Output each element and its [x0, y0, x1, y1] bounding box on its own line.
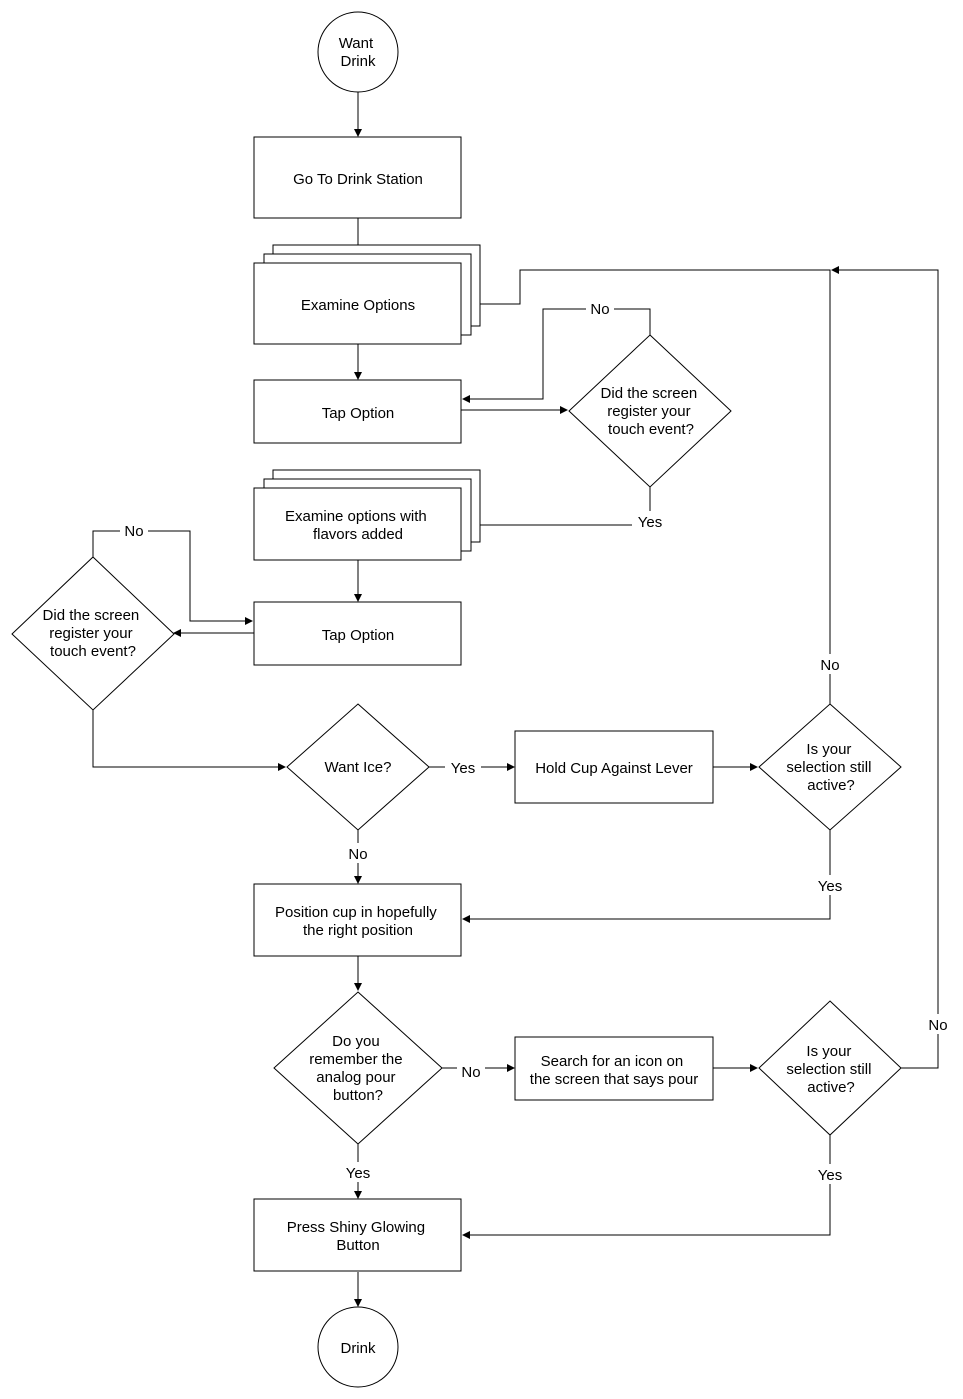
touch1-no-bg [586, 299, 614, 319]
start-label-line2: Drink [340, 53, 376, 70]
edge-touch1-yes [462, 487, 651, 529]
examine-flavors-stack [253, 469, 481, 561]
go-station-box [253, 136, 462, 219]
press-button-line2: Button [336, 1237, 379, 1254]
remember-no-label: No [461, 1064, 480, 1081]
want-ice-diamond [286, 703, 430, 831]
decision-touch-2-line3: touch event? [50, 643, 136, 660]
tap-option-1-label: Tap Option [322, 405, 395, 422]
start-label-line1: Want [339, 35, 374, 52]
sel2-yes-label: Yes [818, 1167, 842, 1184]
end-label: Drink [340, 1340, 376, 1357]
nodes: Want Drink Go To Drink Station Examine O… [11, 11, 902, 1388]
remember-button-line1: Do you [332, 1033, 380, 1050]
selection-active-1-diamond [758, 703, 902, 831]
edges [92, 92, 939, 1307]
remember-button-line3: analog pour [316, 1069, 395, 1086]
remember-yes-bg [340, 1162, 376, 1182]
edge-sel2-no [831, 266, 939, 1069]
search-icon-label: Search for an icon on the screen that sa… [530, 1053, 698, 1088]
decision-touch-1-diamond [568, 334, 732, 488]
edge-touch2-no [92, 530, 253, 625]
selection-active-2-label: Is your selection still active? [786, 1043, 875, 1096]
touch1-yes-label: Yes [638, 514, 662, 531]
selection-active-2-line2: selection still [786, 1061, 871, 1078]
touch2-no-bg [120, 521, 148, 541]
edge-sel2-yes [462, 1135, 831, 1239]
selection-active-1-line1: Is your [806, 741, 851, 758]
remember-button-line4: button? [333, 1087, 383, 1104]
tap-option-2-box [253, 601, 462, 666]
start-node [317, 11, 399, 93]
decision-touch-2-line2: register your [49, 625, 132, 642]
touch1-yes-bg [632, 511, 668, 531]
search-icon-line1: Search for an icon on [541, 1053, 684, 1070]
ice-yes-label: Yes [451, 760, 475, 777]
selection-active-1-label: Is your selection still active? [786, 741, 875, 794]
examine-flavors-label: Examine options with flavors added [285, 508, 431, 543]
tap-option-1-box [253, 379, 462, 444]
remember-button-label: Do you remember the analog pour button? [309, 1033, 407, 1104]
examine-flavors-box [253, 487, 462, 561]
decision-touch-2-diamond [11, 556, 175, 711]
examine-options-stack [253, 244, 481, 345]
decision-touch-1-line3: touch event? [608, 421, 694, 438]
sel1-no-bg [816, 654, 844, 674]
selection-active-2-line3: active? [807, 1079, 855, 1096]
remember-button-diamond [273, 991, 443, 1145]
ice-no-bg [344, 843, 372, 863]
examine-options-label: Examine Options [301, 297, 415, 314]
selection-active-2-diamond [758, 1000, 902, 1136]
selection-active-1-line3: active? [807, 777, 855, 794]
sel2-no-bg [924, 1014, 952, 1034]
decision-touch-2-line1: Did the screen [43, 607, 140, 624]
sel2-no-label: No [928, 1017, 947, 1034]
examine-flavors-line1: Examine options with [285, 508, 427, 525]
selection-active-2-line1: Is your [806, 1043, 851, 1060]
ice-yes-bg [445, 757, 481, 777]
ice-no-label: No [348, 846, 367, 863]
want-ice-label: Want Ice? [325, 759, 392, 776]
edge-touch2-to-ice [92, 710, 286, 771]
position-cup-box [253, 883, 462, 957]
edge-sel1-no [462, 269, 831, 704]
remember-button-line2: remember the [309, 1051, 402, 1068]
press-button-line1: Press Shiny Glowing [287, 1219, 425, 1236]
decision-touch-1-line1: Did the screen [601, 385, 698, 402]
touch1-no-label: No [590, 301, 609, 318]
end-node [317, 1306, 399, 1388]
edge-touch1-no [462, 308, 651, 403]
decision-touch-2-label: Did the screen register your touch event… [43, 607, 144, 660]
hold-cup-box [514, 730, 714, 804]
search-icon-box [514, 1036, 714, 1101]
sel1-yes-label: Yes [818, 878, 842, 895]
position-cup-line1: Position cup in hopefully [275, 904, 437, 921]
sel2-yes-bg [812, 1164, 848, 1184]
sel1-yes-bg [812, 875, 848, 895]
press-button-label: Press Shiny Glowing Button [287, 1219, 430, 1254]
examine-flavors-line2: flavors added [313, 526, 403, 543]
decision-touch-1-label: Did the screen register your touch event… [601, 385, 702, 438]
selection-active-1-line2: selection still [786, 759, 871, 776]
press-button-box [253, 1198, 462, 1272]
position-cup-line2: the right position [303, 922, 413, 939]
remember-no-bg [457, 1061, 485, 1081]
search-icon-line2: the screen that says pour [530, 1071, 698, 1088]
sel1-no-label: No [820, 657, 839, 674]
hold-cup-label: Hold Cup Against Lever [535, 760, 693, 777]
start-label: Want Drink [339, 35, 378, 70]
decision-touch-1-line2: register your [607, 403, 690, 420]
examine-options-box [253, 262, 462, 345]
position-cup-label: Position cup in hopefully the right posi… [275, 904, 441, 939]
tap-option-2-label: Tap Option [322, 627, 395, 644]
remember-yes-label: Yes [346, 1165, 370, 1182]
go-station-label: Go To Drink Station [293, 171, 423, 188]
edge-sel1-yes [462, 830, 831, 923]
touch2-no-label: No [124, 523, 143, 540]
edge-labels: No Yes No Yes No No Yes No Yes No Yes [120, 299, 952, 1184]
